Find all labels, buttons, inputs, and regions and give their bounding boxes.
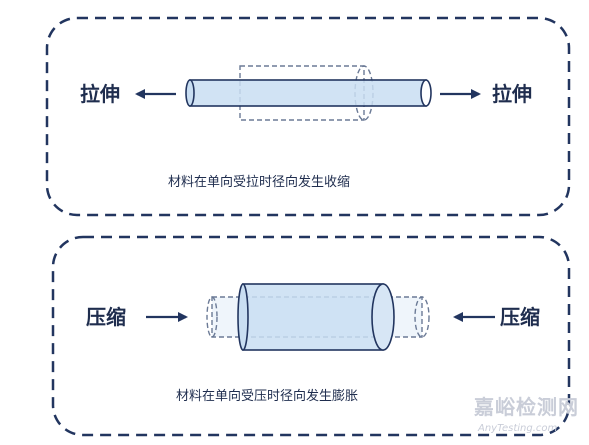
tension-stretched-rod	[185, 79, 432, 107]
compression-panel-frame	[51, 235, 571, 437]
tension-left-label: 拉伸	[80, 82, 120, 106]
watermark-cn: 嘉峪检测网	[474, 395, 579, 419]
tension-panel-frame	[45, 16, 571, 217]
watermark-en: AnyTesting.com	[478, 423, 558, 434]
tension-right-label: 拉伸	[492, 82, 532, 106]
compression-left-label: 压缩	[86, 305, 126, 329]
tension-caption: 材料在单向受拉时径向发生收缩	[168, 175, 351, 190]
compression-right-label: 压缩	[500, 305, 540, 329]
compression-bulged-cylinder	[237, 283, 395, 351]
compression-caption: 材料在单向受压时径向发生膨胀	[176, 389, 359, 404]
